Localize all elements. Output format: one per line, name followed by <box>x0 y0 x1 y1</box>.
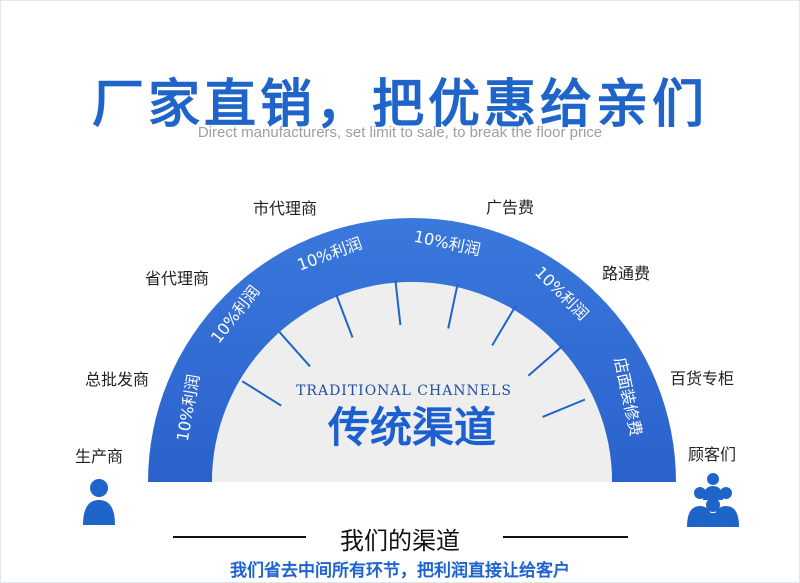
person-icon <box>83 479 115 525</box>
label-dept-store: 百货专柜 <box>670 369 734 388</box>
center-chinese-label: 传统渠道 <box>327 403 496 452</box>
arc-band <box>148 218 676 482</box>
ray <box>447 283 459 329</box>
footer-rule-right <box>503 536 628 538</box>
inner-semicircle <box>212 282 612 482</box>
ray <box>491 305 517 346</box>
center-english-label: TRADITIONAL CHANNELS <box>296 383 512 399</box>
label-road-fee: 路通费 <box>602 264 650 283</box>
label-wholesaler: 总批发商 <box>85 370 149 389</box>
radial-rays <box>241 279 586 418</box>
ray <box>542 398 586 418</box>
footer-rule-left <box>173 536 306 538</box>
ray <box>278 331 311 368</box>
label-customers: 顾客们 <box>688 445 736 464</box>
ray <box>335 294 354 338</box>
page-title: 厂家直销，把优惠给亲们 <box>91 74 708 135</box>
label-advertising: 广告费 <box>486 198 534 217</box>
label-provincial-agent: 省代理商 <box>145 269 209 288</box>
people-group-icon <box>687 473 739 527</box>
label-manufacturer: 生产商 <box>75 447 123 466</box>
ray <box>394 279 402 326</box>
page-subtitle: Direct manufacturers, set limit to sale,… <box>197 124 603 141</box>
footer-subtitle: 我们省去中间所有环节，把利润直接让给客户 <box>230 561 570 581</box>
ray <box>241 380 282 407</box>
label-city-agent: 市代理商 <box>253 199 317 218</box>
footer-title: 我们的渠道 <box>340 527 460 555</box>
ray <box>527 344 564 377</box>
